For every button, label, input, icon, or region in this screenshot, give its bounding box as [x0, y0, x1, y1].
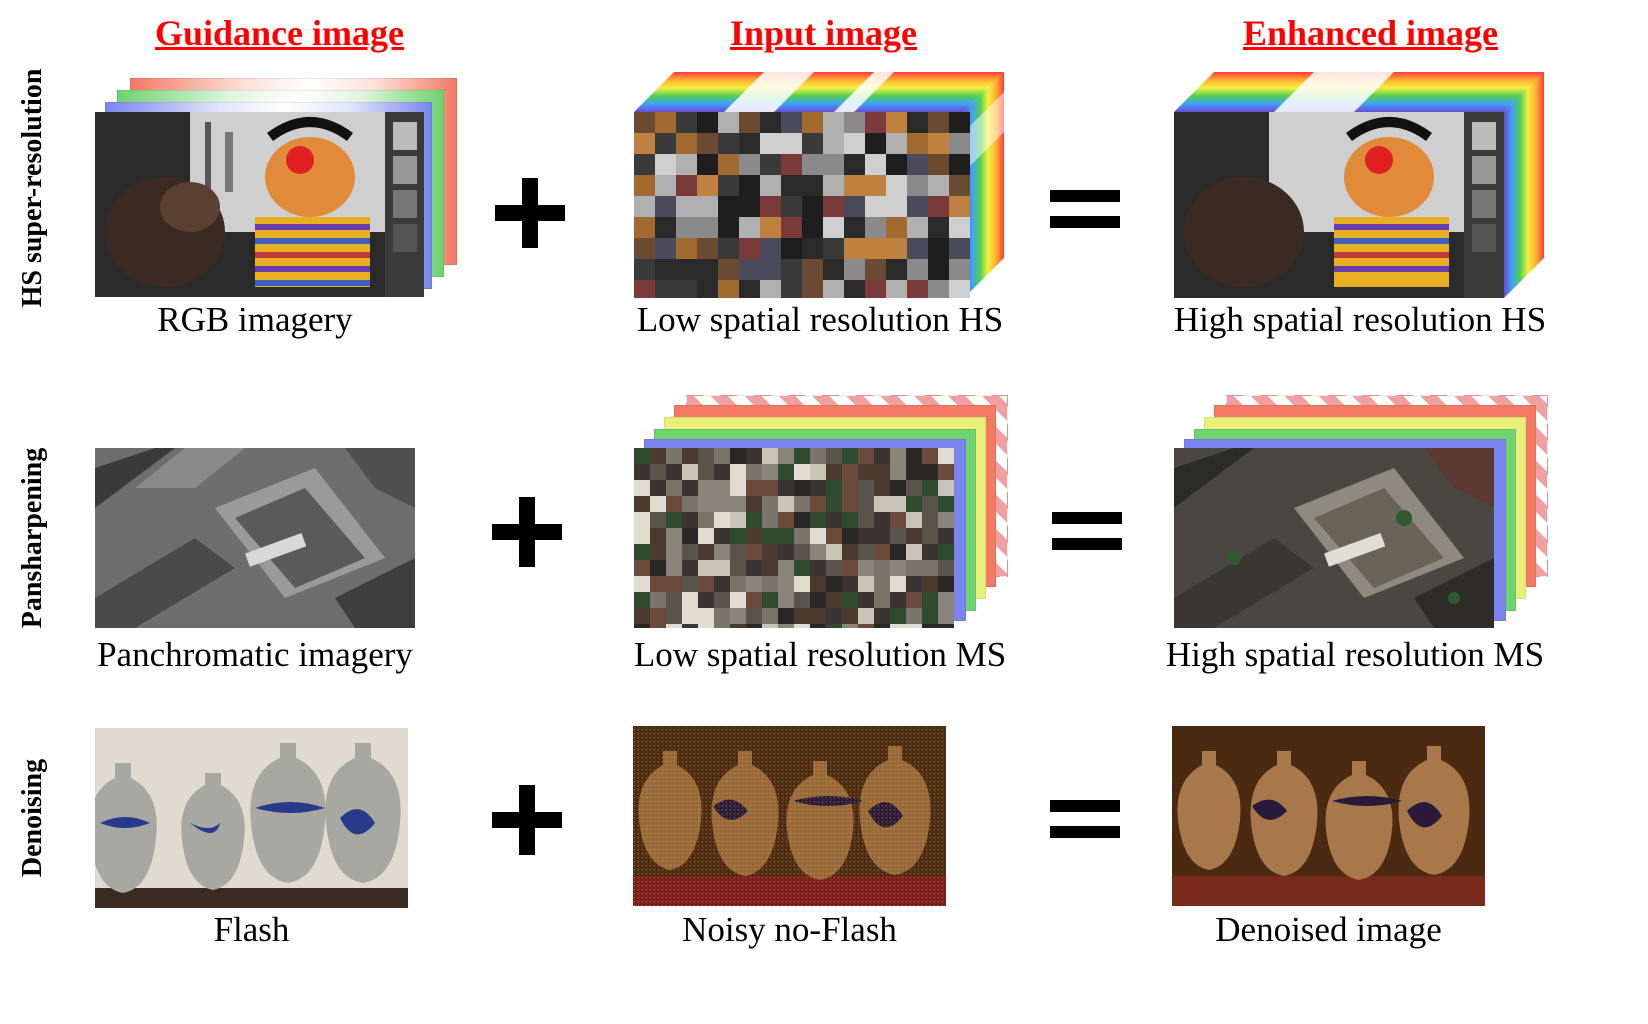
plus-sign — [492, 497, 562, 567]
rgb-imagery-stack — [95, 78, 460, 298]
noisy-no-flash-image — [633, 726, 946, 906]
row-label-denoising: Denoising — [17, 758, 48, 878]
row-label-pansharpening: Pansharpening — [17, 447, 48, 629]
caption-denoised-image: Denoised image — [1215, 910, 1442, 949]
caption-high-res-hs: High spatial resolution HS — [1173, 300, 1547, 339]
flash-image — [95, 728, 408, 908]
rgb-image — [95, 112, 424, 297]
low-res-ms-stack — [634, 395, 1009, 630]
denoised-image — [1172, 726, 1485, 906]
caption-low-res-ms: Low spatial resolution MS — [633, 635, 1007, 674]
caption-low-res-hs: Low spatial resolution HS — [636, 300, 1004, 339]
caption-flash: Flash — [213, 910, 290, 949]
low-res-hs-cube — [634, 72, 1004, 298]
caption-noisy-no-flash: Noisy no-Flash — [682, 910, 897, 949]
equals-sign — [1050, 800, 1120, 838]
row-label-hs-super-resolution: HS super-resolution — [17, 68, 48, 308]
header-input-image: Input image — [730, 13, 918, 53]
header-enhanced-image: Enhanced image — [1243, 13, 1499, 53]
pixelated-ms-image — [634, 448, 954, 628]
high-res-hs-cube — [1174, 72, 1544, 298]
equals-sign — [1050, 190, 1120, 228]
caption-panchromatic: Panchromatic imagery — [97, 635, 413, 674]
plus-sign — [492, 785, 562, 855]
panchromatic-image — [95, 448, 415, 628]
equals-sign — [1052, 512, 1122, 550]
caption-rgb-imagery: RGB imagery — [157, 300, 353, 339]
caption-high-res-ms: High spatial resolution MS — [1165, 635, 1545, 674]
high-res-ms-stack — [1174, 395, 1549, 630]
header-guidance-image: Guidance image — [155, 13, 404, 53]
sharpened-ms-image — [1174, 448, 1494, 628]
plus-sign — [495, 178, 565, 248]
